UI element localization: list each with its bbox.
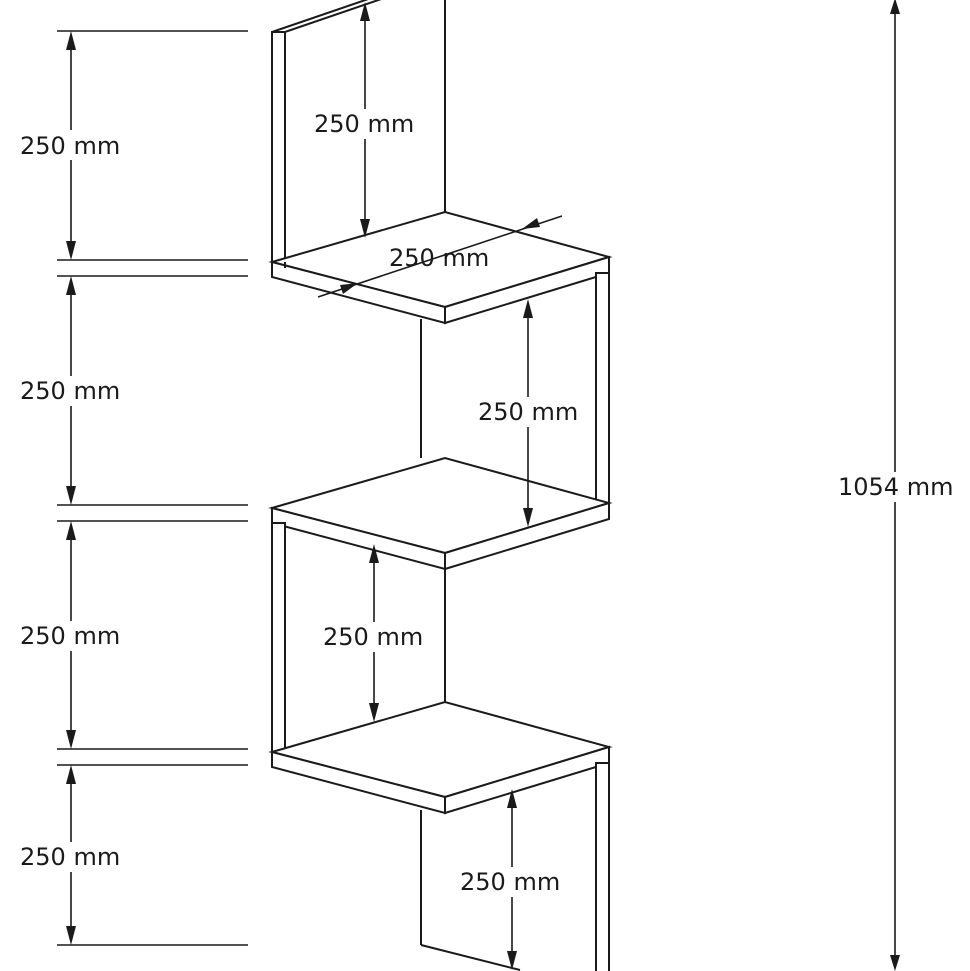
shelf-depth-dim <box>317 215 563 298</box>
top-back-panel-top <box>271 0 382 33</box>
inner-height-label-2: 250 mm <box>478 398 578 426</box>
left-height-label-4: 250 mm <box>20 843 120 871</box>
total-height-label: 1054 mm <box>838 473 953 501</box>
inner-height-label-1: 250 mm <box>314 110 414 138</box>
inner-height-label-4: 250 mm <box>460 868 560 896</box>
bottom-edge <box>420 944 521 971</box>
shelf-2-front-right <box>444 501 610 571</box>
left-height-label-3: 250 mm <box>20 622 120 650</box>
shelf-2-top <box>268 456 613 555</box>
inner-height-label-3: 250 mm <box>323 623 423 651</box>
left-height-label-1: 250 mm <box>20 132 120 160</box>
shelf-3-top <box>268 700 613 799</box>
left-height-label-2: 250 mm <box>20 377 120 405</box>
top-back-panel <box>271 31 286 263</box>
left-panel-3 <box>271 522 286 753</box>
right-panel-4 <box>595 762 610 971</box>
dimension-labels: 250 mm 250 mm 250 mm 250 mm 250 mm 250 m… <box>18 109 956 897</box>
left-extension-lines <box>57 30 248 946</box>
shelf-unit <box>268 0 613 971</box>
shelf-depth-label: 250 mm <box>389 244 489 272</box>
right-panel-2 <box>595 272 610 504</box>
